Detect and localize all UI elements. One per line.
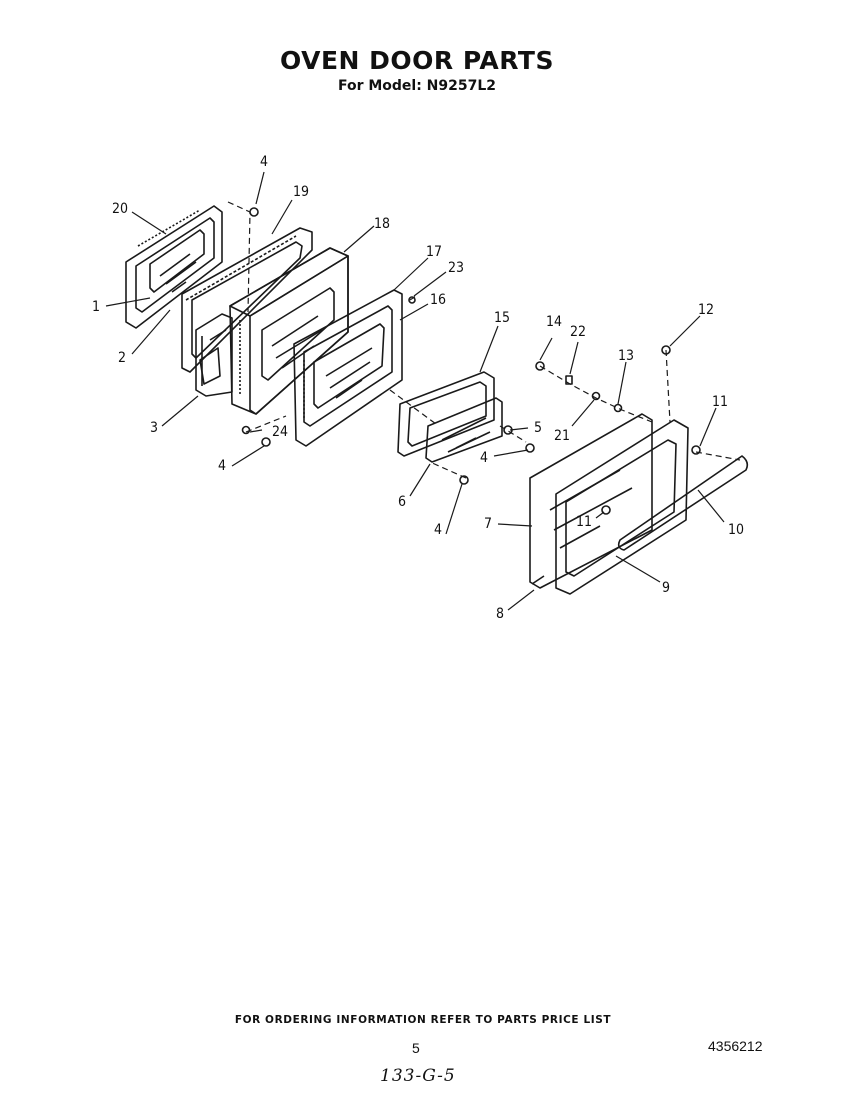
part-9-outer-frame [555,419,689,595]
callout-24: 24 [272,424,288,440]
part-6-inner-glass [425,397,503,463]
callout-20: 20 [112,201,128,217]
callout-15: 15 [494,310,510,326]
callout-5: 5 [534,420,542,436]
callout-9: 9 [662,580,670,596]
callout-4: 4 [218,458,226,474]
callout-1: 1 [92,299,100,315]
callout-4: 4 [434,522,442,538]
callout-12: 12 [698,302,714,318]
part-20-inner-liner [125,205,223,329]
callout-14: 14 [546,314,562,330]
part-3-door-frame [195,313,233,397]
hardware-pieces [241,207,701,585]
callout-23: 23 [448,260,464,276]
callout-2: 2 [118,350,126,366]
page-number: 5 [412,1040,420,1056]
part-15-glass-retainer [397,371,495,457]
callout-17: 17 [426,244,442,260]
part-7-outer-glass [529,413,653,589]
callout-11: 11 [712,394,728,410]
callout-7: 7 [484,516,492,532]
callout-13: 13 [618,348,634,364]
leader-lines [105,171,725,611]
handwritten-note: 133-G-5 [380,1066,456,1086]
part-19-gasket [181,227,313,373]
part-10-door-handle [617,455,749,551]
callout-labels: 4 20 19 18 17 23 16 1 2 3 24 4 15 5 4 6 … [92,154,744,622]
callout-8: 8 [496,606,504,622]
callout-19: 19 [293,184,309,200]
part-18-door-box [229,247,349,415]
callout-21: 21 [554,428,570,444]
document-number: 4356212 [708,1038,763,1054]
callout-3: 3 [150,420,158,436]
callout-11: 11 [576,514,592,530]
callout-16: 16 [430,292,446,308]
ordering-info-note: FOR ORDERING INFORMATION REFER TO PARTS … [234,1014,612,1026]
callout-22: 22 [570,324,586,340]
model-subtitle: For Model: N9257L2 [337,78,497,94]
callout-6: 6 [398,494,406,510]
callout-4: 4 [480,450,488,466]
page-title: OVEN DOOR PARTS [280,46,554,75]
callout-18: 18 [374,216,390,232]
callout-4: 4 [260,154,268,170]
callout-10: 10 [728,522,744,538]
